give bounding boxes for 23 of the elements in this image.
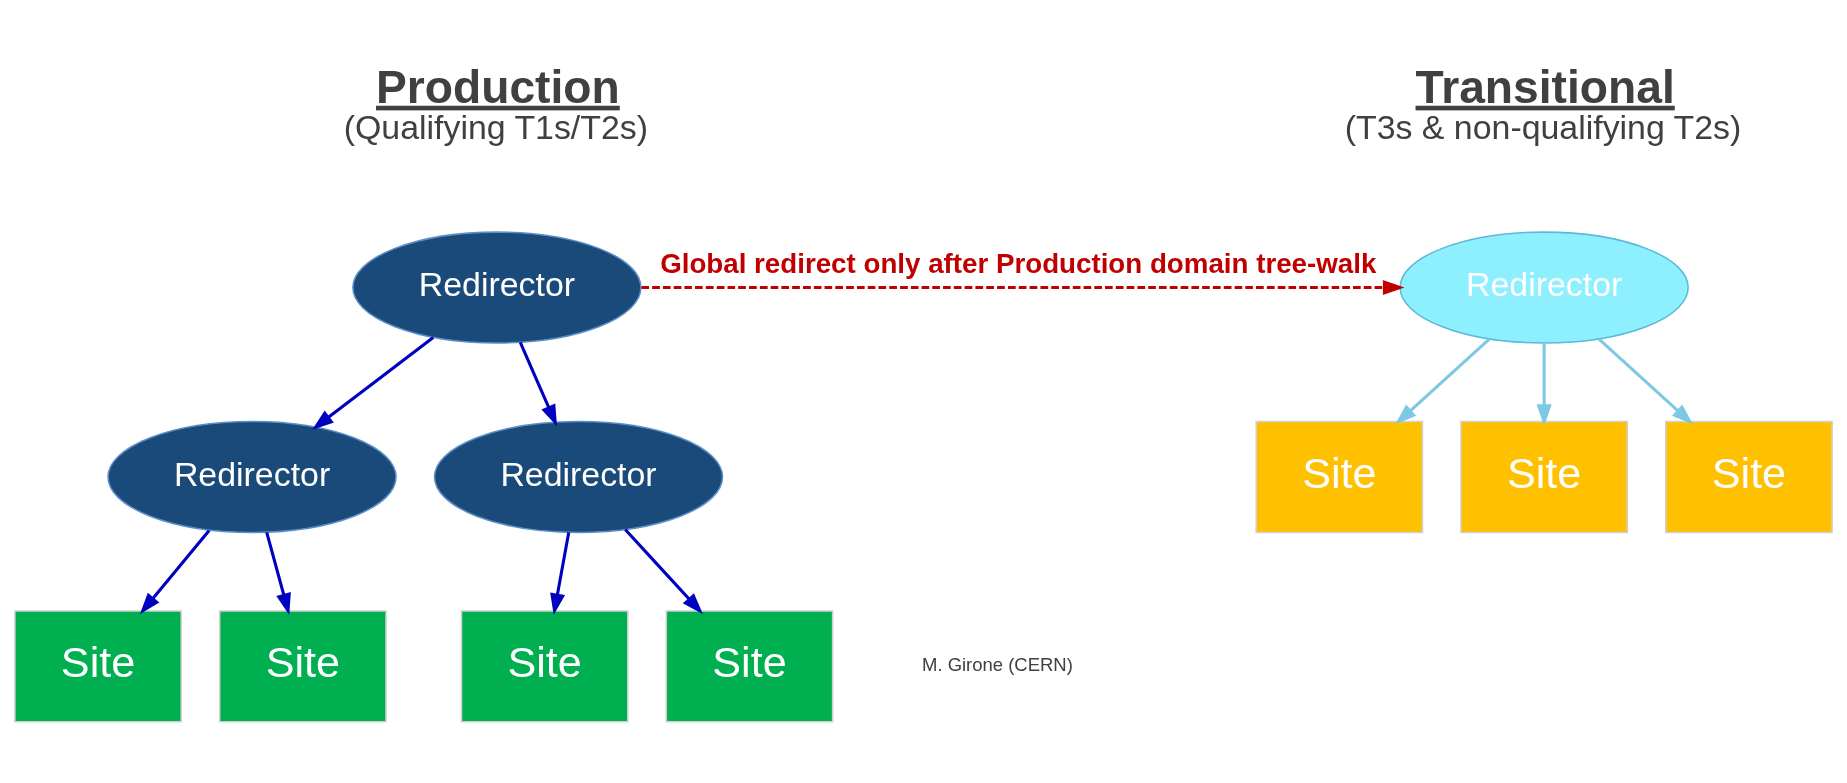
arrow [518,341,557,427]
node-box: Site [1460,420,1629,534]
arrow [624,528,703,615]
node-box: Site [460,610,629,723]
arrow [550,532,571,615]
node-box: Site [1255,420,1424,534]
arrow [312,336,435,430]
arrow [265,532,291,615]
label: M. Girone (CERN) [922,654,1073,676]
node-box: Site [1665,420,1833,534]
node-ellipse: Redirector [107,420,397,534]
arrow [641,280,1405,296]
arrow [1598,337,1694,425]
node-box: Site [665,610,834,723]
node-box: Site [218,610,387,723]
arrow [1395,337,1491,425]
node-box: Site [14,610,182,723]
node-ellipse: Redirector [352,231,642,344]
edge-label: Global redirect only after Production domain tree-walk [660,247,1377,279]
arrow [1536,343,1552,426]
arrow [139,529,211,615]
node-ellipse: Redirector [1399,231,1689,344]
node-ellipse: Redirector [433,420,724,534]
